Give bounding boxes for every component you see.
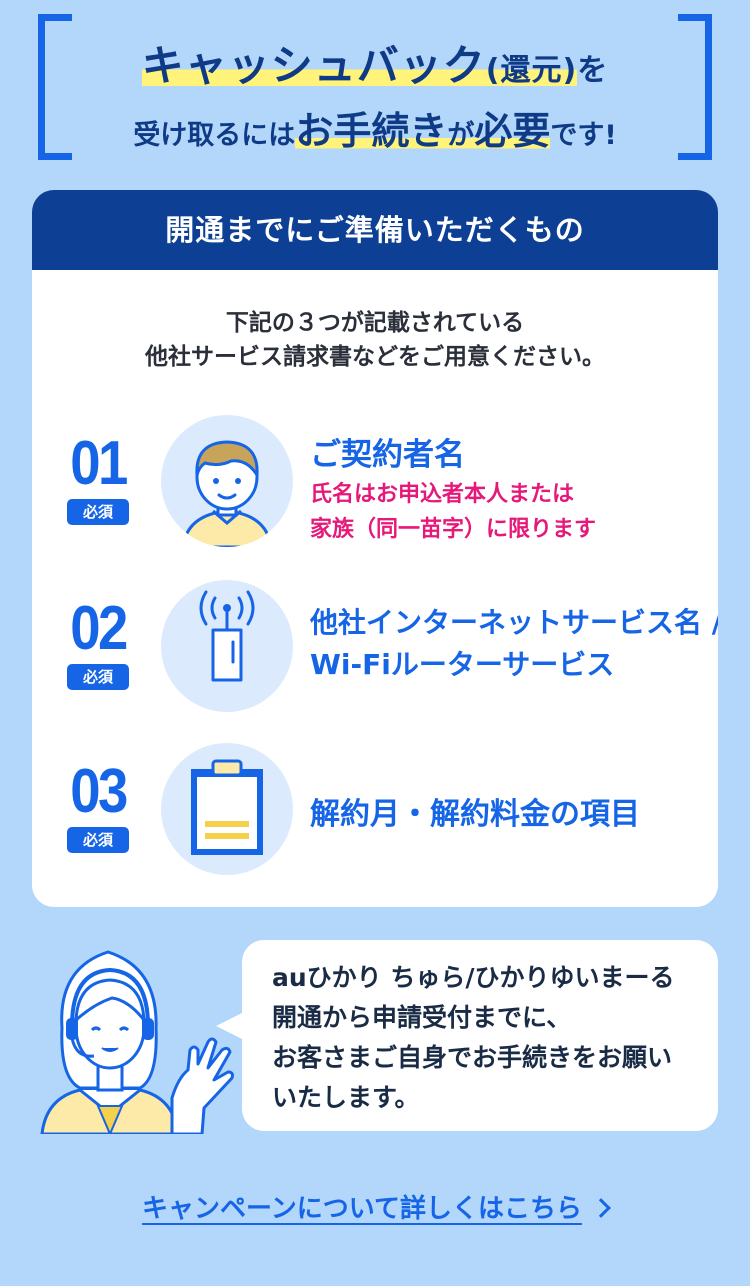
chevron-right-icon <box>591 1198 611 1218</box>
headline-line1: キャッシュバック(還元)を <box>141 41 609 90</box>
router-icon <box>161 580 293 712</box>
item-note: 氏名はお申込者本人または 家族（同一苗字）に限ります <box>310 482 597 542</box>
item-title: 他社インターネットサービス名 / Wi-Fiルーターサービス <box>310 606 718 681</box>
headline-line2: 受け取るにはお手続きが必要です! <box>133 109 617 153</box>
required-badge: 必須 <box>67 827 129 853</box>
campaign-details-link[interactable]: キャンペーンについて詳しくはこちら <box>0 1188 750 1225</box>
person-icon <box>161 415 293 547</box>
left-bracket <box>38 14 72 160</box>
operator-illustration <box>32 938 237 1134</box>
bubble-message: auひかり ちゅら/ひかりゆいまーる 開通から申請受付までに、 お客さまご自身で… <box>272 963 675 1112</box>
card-intro: 下記の３つが記載されている 他社サービス請求書などをご用意ください。 <box>145 310 605 370</box>
speech-bubble: auひかり ちゅら/ひかりゆいまーる 開通から申請受付までに、 お客さまご自身で… <box>216 940 718 1131</box>
right-bracket <box>678 14 712 160</box>
requirements-card: 開通までにご準備いただくもの 下記の３つが記載されている 他社サービス請求書など… <box>32 190 718 907</box>
item-title: 解約月・解約料金の項目 <box>310 797 640 832</box>
item-title: ご契約者名 <box>310 437 465 473</box>
requirement-item-2: 02 必須 他社インターネットサービス名 / Wi-Fiルーターサービス <box>32 580 718 712</box>
card-title: 開通までにご準備いただくもの <box>32 190 718 270</box>
item-number: 02 <box>70 594 128 663</box>
requirement-item-1: 01 必須 ご契約者名 氏名はお申込者本人または 家族（同一苗字）に限ります <box>32 415 718 547</box>
requirement-item-3: 03 必須 解約月・解約料金の項目 <box>32 743 718 875</box>
item-number: 03 <box>70 757 128 826</box>
required-badge: 必須 <box>67 499 129 525</box>
item-number: 01 <box>70 429 128 498</box>
required-badge: 必須 <box>67 664 129 690</box>
clipboard-icon <box>161 743 293 875</box>
campaign-link-label[interactable]: キャンペーンについて詳しくはこちら <box>142 1194 582 1224</box>
